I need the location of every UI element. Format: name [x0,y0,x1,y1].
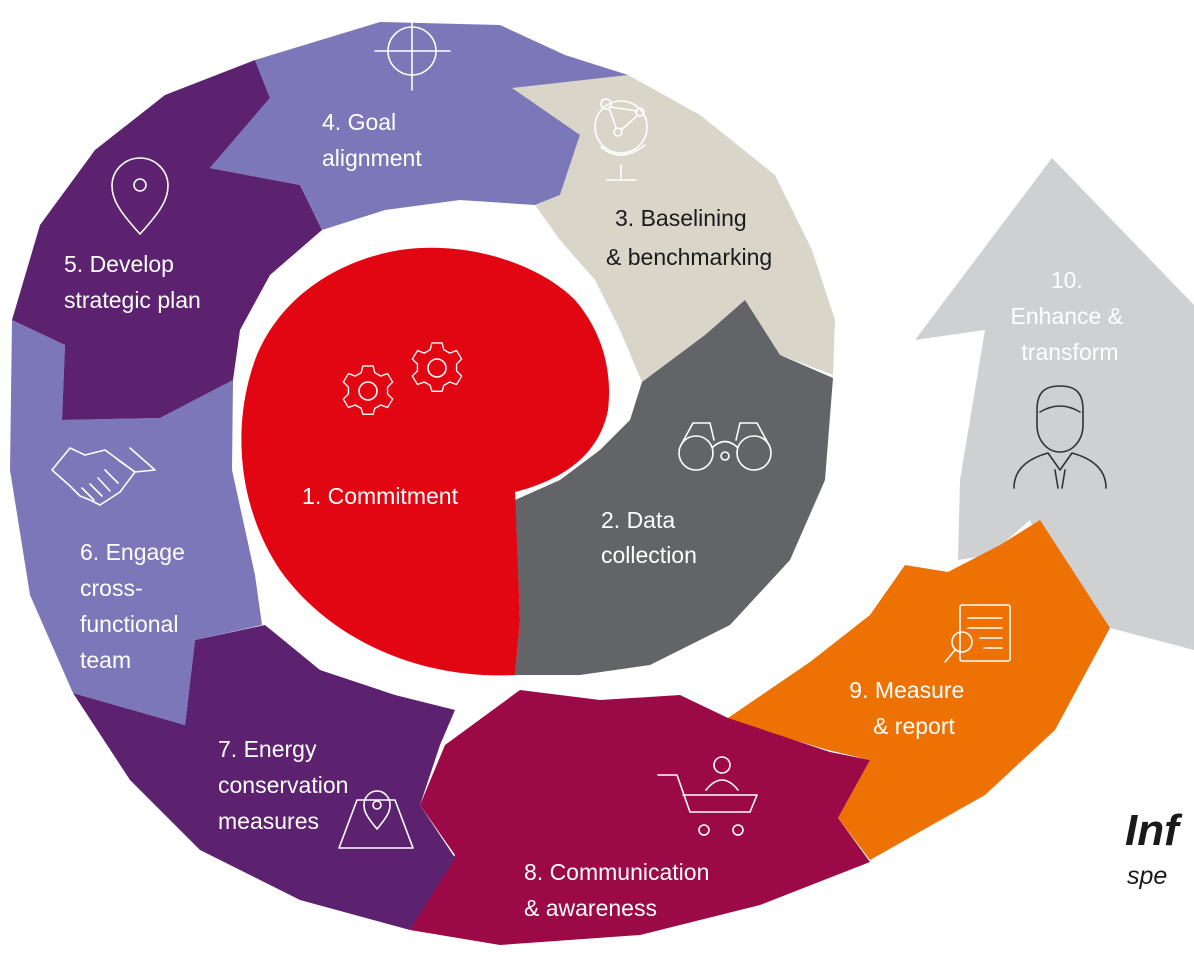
label-step-4: 4. Goal alignment [322,109,422,171]
crosshair-icon [374,13,451,91]
label-step-4-line-1: 4. Goal [322,109,396,135]
globe-icon [594,98,648,181]
label-step-8-line-2: & awareness [524,895,657,921]
label-step-10-line-3: transform [1021,339,1118,365]
person-icon [1013,385,1107,489]
shopping-cart-icon [657,756,758,836]
label-step-7-line-3: measures [218,808,319,834]
label-step-9-line-1: 9. Measure [849,677,964,703]
label-step-7-line-1: 7. Energy [218,736,317,762]
cut-off-heading: Inf [1125,806,1183,855]
label-step-2: 2. Data collection [601,507,697,568]
label-step-8: 8. Communication & awareness [524,859,716,921]
segment-5-develop-plan [12,60,322,420]
label-step-4-line-2: alignment [322,145,422,171]
label-step-10-line-1: 10. [1051,267,1083,293]
label-step-10-line-2: Enhance & [1011,303,1124,329]
map-pin-icon [111,157,169,235]
segment-3-baselining [512,75,835,382]
label-step-2-line-2: collection [601,542,697,568]
segment-6-engage-team [10,320,262,725]
label-step-7-line-2: conservation [218,772,348,798]
handshake-icon [51,447,156,506]
label-step-8-line-1: 8. Communication [524,859,709,885]
binoculars-icon [678,422,772,471]
segment-8-communication-awareness [410,690,870,945]
label-step-1-line-1: 1. Commitment [302,483,459,509]
segment-9-measure-report [725,520,1110,860]
segment-2-data-collection [515,300,833,675]
label-step-5: 5. Develop strategic plan [64,251,201,313]
label-step-9: 9. Measure & report [849,677,970,739]
label-step-5-line-2: strategic plan [64,287,201,313]
cut-off-subtext: spe [1127,862,1167,890]
map-location-icon [338,790,414,849]
gears-icon [342,342,463,416]
label-step-3-line-1: 3. Baselining [615,205,747,231]
label-step-3-line-2: & benchmarking [606,244,772,270]
report-search-icon [944,604,1011,663]
label-step-3: 3. Baselining & benchmarking [606,205,772,270]
label-step-6-line-4: team [80,647,131,673]
label-step-7: 7. Energy conservation measures [218,736,355,834]
label-step-6-line-3: functional [80,611,178,637]
label-step-2-line-1: 2. Data [601,507,675,533]
label-step-6: 6. Engage cross- functional team [80,539,191,673]
segment-7-energy-conservation [73,625,455,930]
label-step-1: 1. Commitment [302,483,459,509]
label-step-9-line-2: & report [873,713,955,739]
label-step-6-line-2: cross- [80,575,143,601]
segment-10-enhance-transform [915,158,1194,650]
label-step-6-line-1: 6. Engage [80,539,185,565]
label-step-10: 10. Enhance & transform [1011,267,1130,365]
segment-1-commitment [241,247,610,676]
segment-4-goal-alignment [210,22,628,230]
label-step-5-line-1: 5. Develop [64,251,174,277]
